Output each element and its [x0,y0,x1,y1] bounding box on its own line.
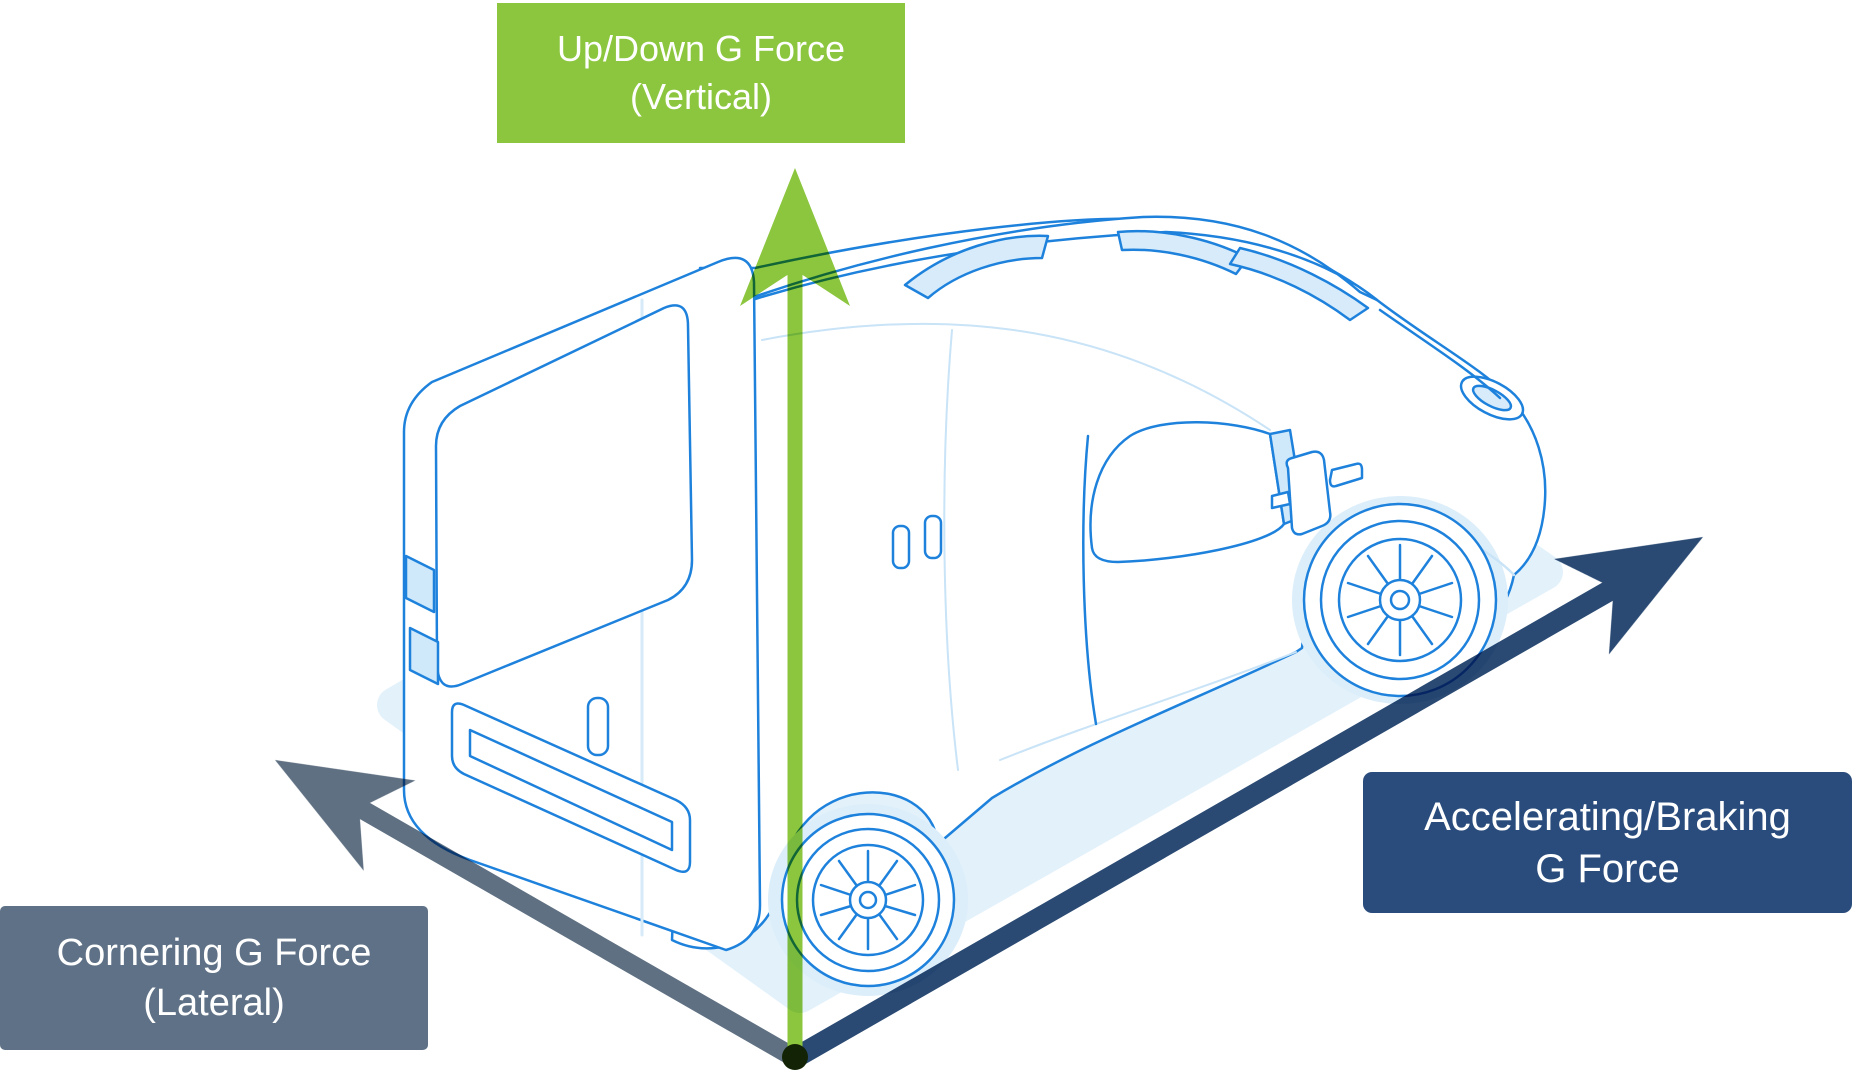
sliding-door-handle-front [923,514,943,560]
lateral-arrow [275,760,805,1068]
label-lateral-line2: (Lateral) [143,982,285,1024]
label-vertical-line1: Up/Down G Force [556,28,846,69]
longitudinal-arrow [784,537,1703,1069]
label-longitudinal-line2: G Force [1535,846,1680,891]
windshield-glass [1228,246,1370,322]
front-wheel [1302,502,1498,698]
g-force-arrows [275,168,1703,1070]
headlight-glass [1471,384,1513,412]
vertical-arrow [740,168,850,1058]
van-illustration [402,215,1547,996]
rear-window [434,304,694,688]
side-mirror-arm [1270,490,1292,510]
label-lateral-g-force: Cornering G Force (Lateral) [0,906,428,1050]
hood-crease [1378,308,1502,400]
sunroof-glass-left [903,234,1050,300]
door-window [1089,421,1286,564]
label-lateral-line1: Cornering G Force [56,932,372,974]
sliding-door-seam [1082,434,1098,726]
side-mirror [1285,450,1332,536]
label-longitudinal-line1: Accelerating/Braking [1424,794,1791,839]
rear-wheel [780,812,956,988]
label-vertical-g-force: Up/Down G Force (Vertical) [497,3,905,143]
tail-light-lower [408,626,440,686]
rear-door-handle [586,696,610,757]
front-wheel-spokes [1346,543,1454,657]
label-vertical-line2: (Vertical) [629,76,773,117]
license-plate [468,728,674,852]
rear-wheel-spokes [819,849,917,951]
origin-dot [782,1044,808,1070]
body-crease-lines [761,322,1297,771]
tail-light-upper [404,554,436,614]
label-longitudinal-g-force: Accelerating/Braking G Force [1363,772,1852,913]
front-door-handle [1328,462,1364,488]
sliding-door-handle-rear [891,524,911,570]
